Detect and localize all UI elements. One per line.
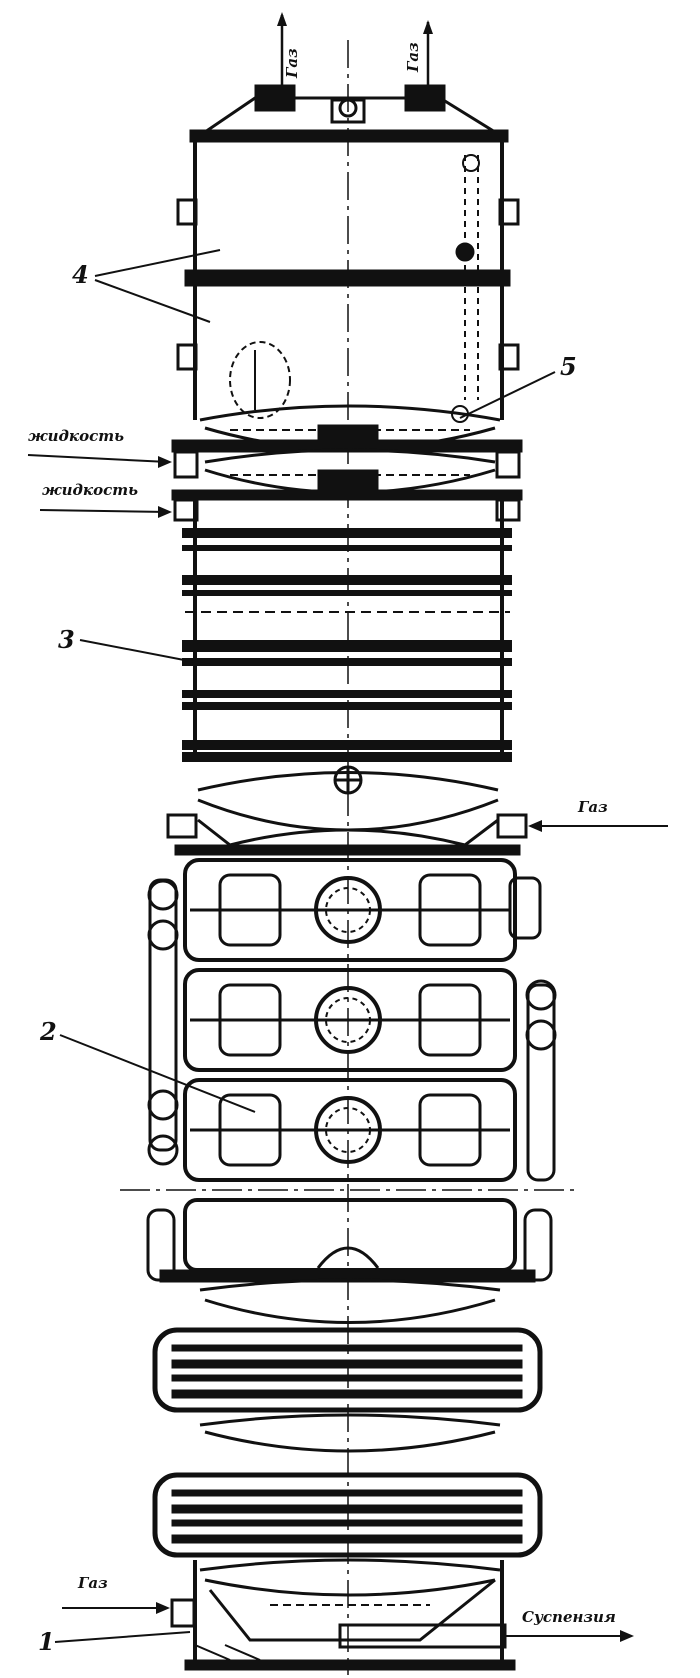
gas-outlet-right: Газ [404, 20, 433, 85]
liquid-inlet-2: жидкость [39, 481, 172, 518]
gas-inlet-mid-label: Газ [577, 798, 608, 816]
liquid-inlet-1-label: жидкость [28, 427, 124, 445]
liquid-inlet-1: жидкость [27, 427, 172, 468]
gas-inlet-bottom: Газ [62, 1574, 170, 1614]
gas-outlet-left: Газ [277, 12, 301, 85]
separator-section [176, 142, 520, 451]
gas-outlet-left-label: Газ [283, 48, 301, 79]
heat-exchanger-2 [152, 1413, 543, 1558]
callout-4-number: 4 [72, 260, 89, 289]
gas-distributor [166, 765, 528, 856]
callout-3-number: 3 [58, 625, 75, 654]
callout-2: 2 [39, 1017, 256, 1113]
callout-3: 3 [58, 625, 211, 666]
reactor-module-3 [183, 1078, 517, 1182]
liquid-inlet-2-label: жидкость [42, 481, 138, 499]
suspension-outlet: Суспензия [505, 1608, 634, 1642]
side-piping [120, 878, 580, 1191]
gas-inlet-mid: Газ [528, 798, 668, 832]
callout-4: 4 [72, 249, 221, 323]
heat-exchanger-1 [152, 1327, 543, 1413]
reactor-module-1 [183, 858, 542, 962]
gas-outlet-right-label: Газ [404, 42, 422, 73]
callout-5-number: 5 [560, 352, 577, 381]
lower-module [146, 1198, 553, 1324]
callout-2-number: 2 [39, 1017, 57, 1046]
callout-1-number: 1 [38, 1627, 55, 1656]
reactor-module-2 [183, 968, 517, 1072]
gas-inlet-bottom-label: Газ [77, 1574, 108, 1592]
packing-section [182, 528, 512, 762]
suspension-outlet-label: Суспензия [522, 1608, 616, 1626]
callout-5: 5 [459, 352, 577, 419]
bottom-cone [170, 1558, 516, 1671]
absorber-plates [171, 439, 523, 760]
callout-1: 1 [38, 1627, 191, 1656]
top-cover [189, 84, 509, 143]
